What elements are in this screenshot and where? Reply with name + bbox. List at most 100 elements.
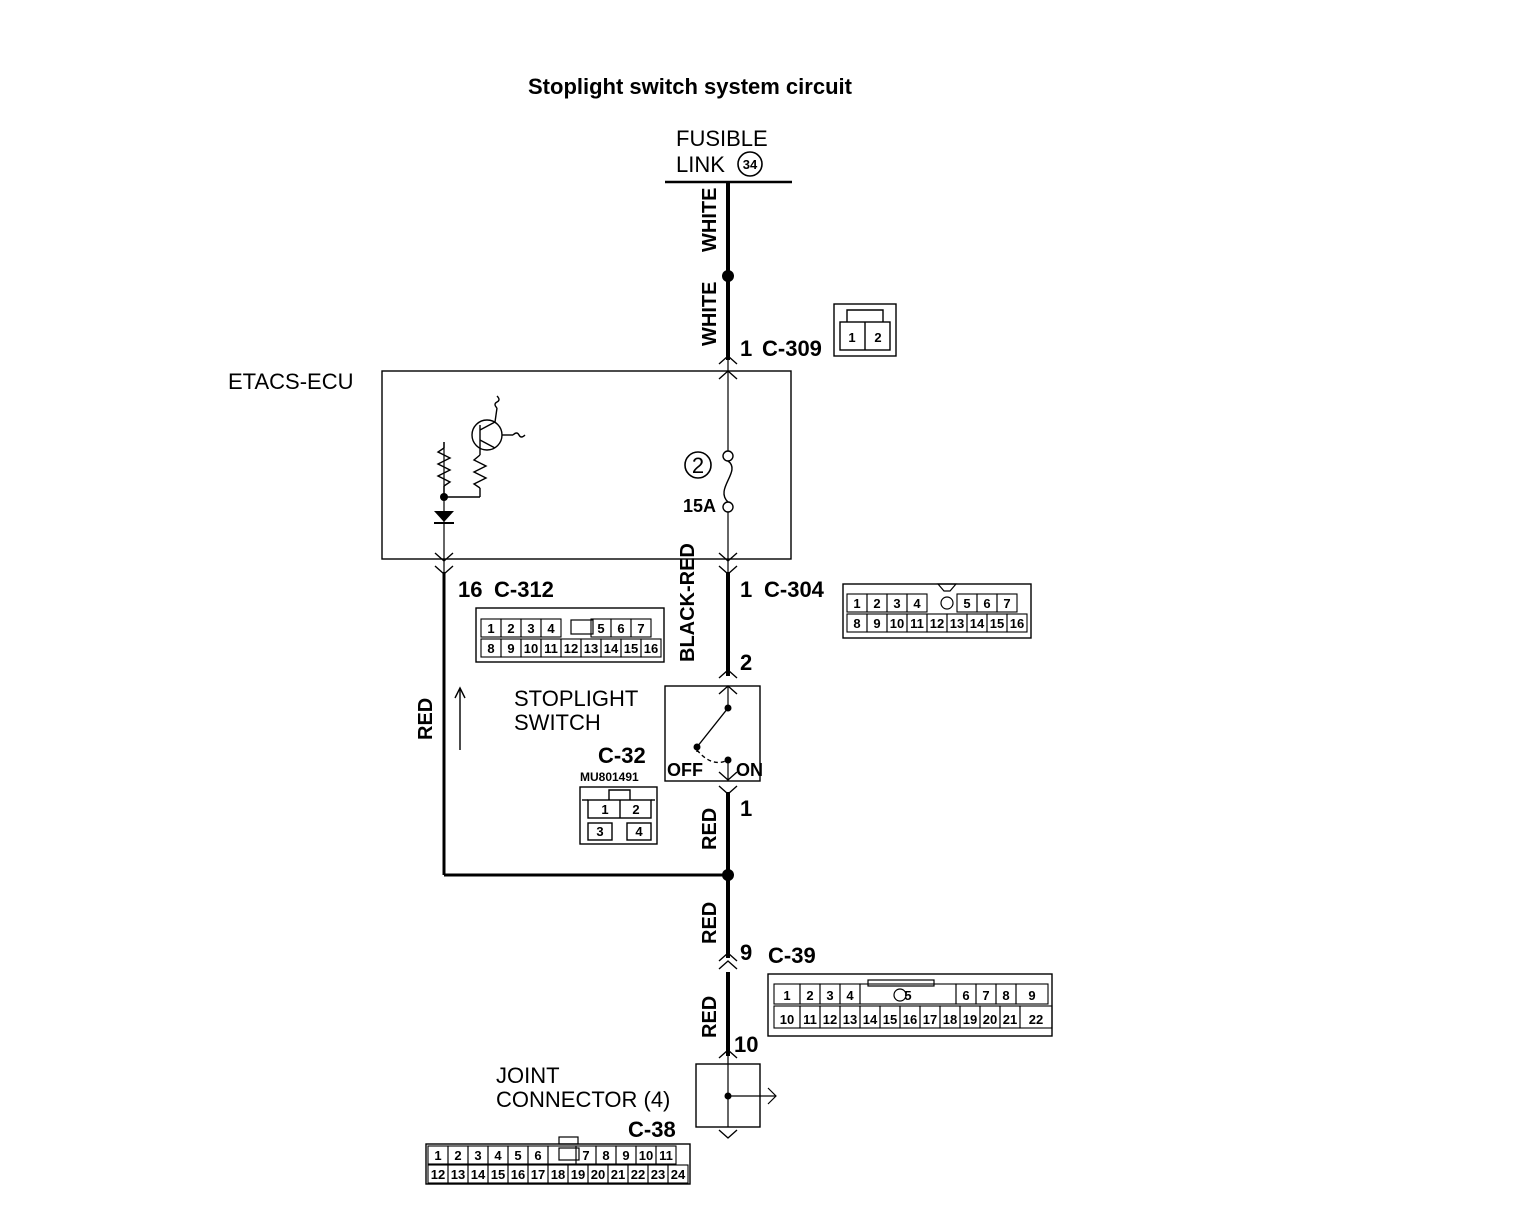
joint-pin-label: 6 bbox=[534, 1148, 541, 1163]
c39-pin-label: 19 bbox=[963, 1012, 977, 1027]
c38-key bbox=[558, 1136, 579, 1145]
c312-face bbox=[475, 607, 665, 663]
c312-pin-label: 4 bbox=[547, 621, 555, 636]
c304-pin-label: 10 bbox=[890, 616, 904, 631]
splice-point-top bbox=[722, 270, 734, 282]
c304-key-hole bbox=[940, 596, 954, 610]
fuse-icon bbox=[722, 450, 734, 513]
joint-pin-label: 17 bbox=[531, 1167, 545, 1182]
c312-pin-label: 10 bbox=[524, 641, 538, 656]
c39-pin-label: 13 bbox=[843, 1012, 857, 1027]
c38-id: C-38 bbox=[628, 1117, 676, 1142]
c39-pin-label: 16 bbox=[903, 1012, 917, 1027]
c32-id: C-32 bbox=[598, 743, 646, 768]
c304-row1-cell bbox=[996, 593, 1018, 613]
stoplight-switch-label-2: SWITCH bbox=[514, 710, 601, 735]
joint-pin-label: 10 bbox=[639, 1148, 653, 1163]
terminal-chevrons bbox=[434, 355, 738, 1139]
c312-pin-label: 1 bbox=[487, 621, 494, 636]
c39-pin-bottom: 10 bbox=[734, 1032, 758, 1057]
diode-icon bbox=[434, 511, 454, 524]
joint-pin-label: 3 bbox=[474, 1148, 481, 1163]
c312-pin-label: 12 bbox=[564, 641, 578, 656]
c304-pin-label: 7 bbox=[1003, 596, 1010, 611]
c304-pin-label: 12 bbox=[930, 616, 944, 631]
wire-label-red-c39-lower: RED bbox=[699, 996, 721, 1038]
c39-pin-label: 21 bbox=[1003, 1012, 1017, 1027]
wire-label-white-lower: WHITE bbox=[699, 282, 721, 346]
c39-pin-label: 15 bbox=[883, 1012, 897, 1027]
c39-pin-label: 11 bbox=[803, 1012, 817, 1027]
c32-pin-1: 1 bbox=[601, 802, 608, 817]
etacs-ecu-label: ETACS-ECU bbox=[228, 369, 354, 394]
switch-off-label: OFF bbox=[667, 760, 703, 780]
c39-pin-label: 10 bbox=[780, 1012, 794, 1027]
c304-pin-label: 4 bbox=[913, 596, 921, 611]
joint-pin-label: 7 bbox=[582, 1148, 589, 1163]
c39-pin-top: 9 bbox=[740, 940, 752, 965]
joint-pin-label: 9 bbox=[622, 1148, 629, 1163]
c39-face bbox=[767, 973, 1053, 1037]
c39-pin-label: 12 bbox=[823, 1012, 837, 1027]
c304-pin-label: 6 bbox=[983, 596, 990, 611]
joint-output-arrow-icon bbox=[767, 1087, 777, 1105]
fuse-number-circle bbox=[684, 451, 712, 479]
joint-pin-label: 11 bbox=[659, 1148, 673, 1163]
joint-pin-label: 18 bbox=[551, 1167, 565, 1182]
etacs-ecu: ETACS-ECU 2 15A bbox=[228, 360, 792, 572]
joint-row1-cell bbox=[547, 1145, 577, 1165]
connector-c309: 1 C-309 1 2 bbox=[740, 303, 897, 361]
c32-part-number: MU801491 bbox=[580, 770, 639, 784]
c39-pin-label: 7 bbox=[982, 988, 989, 1003]
c304-pin-label: 13 bbox=[950, 616, 964, 631]
c304-pin-label: 14 bbox=[970, 616, 985, 631]
c312-pin-label: 14 bbox=[604, 641, 619, 656]
c39-pin-label: 18 bbox=[943, 1012, 957, 1027]
c32-pin-4: 4 bbox=[635, 824, 643, 839]
c304-pin-label: 1 bbox=[853, 596, 860, 611]
joint-pin-label: 22 bbox=[631, 1167, 645, 1182]
c39-pin-label: 2 bbox=[806, 988, 813, 1003]
c39-pin-label: 14 bbox=[863, 1012, 878, 1027]
joint-pin-label: 20 bbox=[591, 1167, 605, 1182]
c312-pin-label: 2 bbox=[507, 621, 514, 636]
c39-pin-label: 3 bbox=[826, 988, 833, 1003]
c312-pin-label: 8 bbox=[487, 641, 494, 656]
c304-pin-label: 3 bbox=[893, 596, 900, 611]
joint-pin-label: 13 bbox=[451, 1167, 465, 1182]
c304-row1-cell bbox=[906, 593, 928, 613]
joint-pin-label: 23 bbox=[651, 1167, 665, 1182]
diagram-title: Stoplight switch system circuit bbox=[528, 74, 853, 99]
splice-point-bottom bbox=[722, 869, 734, 881]
joint-pin-label: 14 bbox=[471, 1167, 486, 1182]
joint-pin-label: 4 bbox=[494, 1148, 502, 1163]
c304-row2-cell bbox=[1006, 613, 1028, 633]
c32-face bbox=[579, 786, 658, 845]
stoplight-pin-1: 1 bbox=[740, 796, 752, 821]
transistor-icon bbox=[471, 395, 526, 451]
stoplight-switch-box bbox=[664, 685, 761, 782]
switch-contact-icon bbox=[696, 707, 729, 764]
c304-pin-label: 8 bbox=[853, 616, 860, 631]
joint-row1-cell bbox=[655, 1145, 677, 1165]
c304-pin-label: 15 bbox=[990, 616, 1004, 631]
c312-key-slot bbox=[570, 619, 594, 635]
joint-pin-label: 15 bbox=[491, 1167, 505, 1182]
c32-pin-2: 2 bbox=[632, 802, 639, 817]
joint-connector-label-2: CONNECTOR (4) bbox=[496, 1087, 670, 1112]
joint-pin-label: 1 bbox=[434, 1148, 441, 1163]
c312-pin-label: 16 bbox=[644, 641, 658, 656]
joint-pin-label: 12 bbox=[431, 1167, 445, 1182]
joint-pin-label: 8 bbox=[602, 1148, 609, 1163]
c39-key-hole bbox=[893, 988, 907, 1002]
c39-pin-label: 1 bbox=[783, 988, 790, 1003]
stoplight-switch-label-1: STOPLIGHT bbox=[514, 686, 638, 711]
c304-pin-label: 11 bbox=[910, 616, 924, 631]
wire-label-red-c39-upper: RED bbox=[699, 902, 721, 944]
c39-pin-label: 22 bbox=[1029, 1012, 1043, 1027]
joint-pin-label: 19 bbox=[571, 1167, 585, 1182]
c39-key bbox=[867, 979, 935, 987]
c39-pin-label: 4 bbox=[846, 988, 854, 1003]
